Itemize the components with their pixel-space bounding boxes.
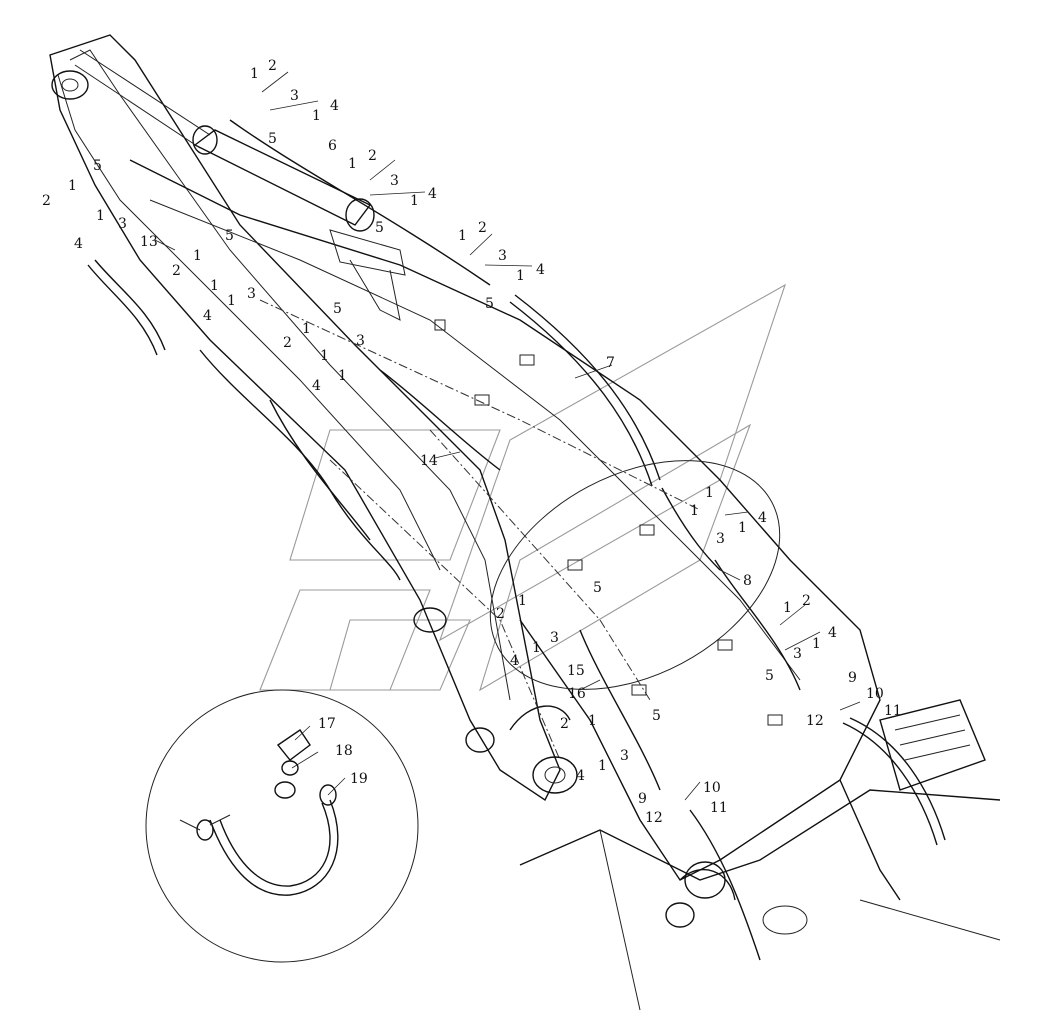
callout-label: 15 bbox=[567, 663, 585, 679]
callout-label: 1 bbox=[302, 321, 311, 337]
callout-label: 4 bbox=[203, 308, 212, 324]
callout-label: 2 bbox=[560, 716, 569, 732]
callout-label: 1 bbox=[516, 268, 525, 284]
center-lines bbox=[259, 299, 701, 761]
callout-label: 5 bbox=[765, 668, 774, 684]
hose-6 bbox=[229, 119, 491, 286]
callout-label: 5 bbox=[268, 131, 277, 147]
callout-label: 1 bbox=[410, 193, 419, 209]
callout-label: 12 bbox=[806, 713, 824, 729]
callout-label: 5 bbox=[485, 296, 494, 312]
callout-label: 5 bbox=[652, 708, 661, 724]
callout-label: 1 bbox=[210, 278, 219, 294]
detail-ellipse bbox=[489, 460, 781, 690]
callout-label: 9 bbox=[848, 670, 857, 686]
callout-label: 5 bbox=[225, 228, 234, 244]
boom-right-arm bbox=[129, 159, 881, 881]
hydraulic-cylinder bbox=[74, 49, 406, 321]
callout-label: 7 bbox=[606, 355, 615, 371]
callout-label: 2 bbox=[42, 193, 51, 209]
callout-label: 4 bbox=[758, 510, 767, 526]
leader-lines bbox=[154, 71, 861, 801]
callout-label: 1 bbox=[812, 636, 821, 652]
callout-label: 2 bbox=[478, 220, 487, 236]
callout-label: 1 bbox=[312, 108, 321, 124]
callout-label: 1 bbox=[518, 593, 527, 609]
hose-16 bbox=[579, 629, 661, 791]
callout-label: 9 bbox=[638, 791, 647, 807]
callout-label: 2 bbox=[268, 58, 277, 74]
callout-label: 4 bbox=[576, 768, 585, 784]
callout-label: 2 bbox=[172, 263, 181, 279]
callout-label: 3 bbox=[550, 630, 559, 646]
callout-label: 11 bbox=[884, 703, 902, 719]
callout-label: 3 bbox=[620, 748, 629, 764]
callouts: 1 2 3 4 1 5 6 1 2 3 4 1 1 5 2 3 1 4 13 5… bbox=[42, 58, 902, 826]
callout-label: 4 bbox=[828, 625, 837, 641]
callout-label: 5 bbox=[375, 220, 384, 236]
chassis bbox=[519, 699, 1001, 1011]
callout-label: 1 bbox=[532, 640, 541, 656]
callout-label: 3 bbox=[356, 333, 365, 349]
callout-label: 1 bbox=[227, 293, 236, 309]
callout-label: 1 bbox=[348, 156, 357, 172]
callout-label: 1 bbox=[705, 485, 714, 501]
callout-label: 1 bbox=[250, 66, 259, 82]
callout-label: 13 bbox=[140, 234, 158, 250]
lower-attachment bbox=[413, 607, 578, 794]
callout-label: 4 bbox=[428, 186, 437, 202]
watermark-logo bbox=[259, 283, 786, 692]
lower-pipes bbox=[87, 259, 501, 581]
callout-label: 17 bbox=[318, 716, 336, 732]
callout-label: 4 bbox=[74, 236, 83, 252]
callout-label: 1 bbox=[320, 348, 329, 364]
callout-label: 4 bbox=[312, 378, 321, 394]
callout-label: 3 bbox=[247, 286, 256, 302]
hose-7 bbox=[509, 294, 721, 571]
right-hoses bbox=[689, 717, 946, 961]
callout-label: 1 bbox=[738, 520, 747, 536]
callout-label: 3 bbox=[118, 216, 127, 232]
callout-label: 2 bbox=[802, 593, 811, 609]
callout-label: 1 bbox=[588, 713, 597, 729]
callout-label: 3 bbox=[390, 173, 399, 189]
callout-label: 2 bbox=[368, 148, 377, 164]
callout-label: 1 bbox=[193, 248, 202, 264]
callout-label: 1 bbox=[96, 208, 105, 224]
callout-label: 5 bbox=[333, 301, 342, 317]
callout-label: 1 bbox=[68, 178, 77, 194]
callout-label: 3 bbox=[498, 248, 507, 264]
callout-label: 1 bbox=[458, 228, 467, 244]
callout-label: 2 bbox=[496, 606, 505, 622]
hose-8 bbox=[714, 559, 801, 691]
callout-label: 4 bbox=[536, 262, 545, 278]
callout-label: 5 bbox=[93, 158, 102, 174]
callout-label: 3 bbox=[290, 88, 299, 104]
callout-label: 2 bbox=[283, 335, 292, 351]
callout-label: 12 bbox=[645, 810, 663, 826]
callout-label: 1 bbox=[338, 368, 347, 384]
callout-label: 10 bbox=[703, 780, 721, 796]
callout-label: 4 bbox=[330, 98, 339, 114]
boom-left-arm bbox=[49, 34, 561, 802]
callout-label: 3 bbox=[716, 531, 725, 547]
callout-label: 11 bbox=[710, 800, 728, 816]
callout-label: 18 bbox=[335, 743, 353, 759]
callout-label: 4 bbox=[510, 653, 519, 669]
callout-label: 5 bbox=[593, 580, 602, 596]
callout-label: 3 bbox=[793, 646, 802, 662]
callout-label: 19 bbox=[350, 771, 368, 787]
mounting-pads bbox=[434, 319, 783, 726]
callout-label: 14 bbox=[420, 453, 438, 469]
callout-label: 8 bbox=[743, 573, 752, 589]
callout-label: 10 bbox=[866, 686, 884, 702]
callout-label: 1 bbox=[598, 758, 607, 774]
callout-label: 16 bbox=[568, 686, 586, 702]
detail-inset bbox=[145, 689, 419, 963]
callout-label: 6 bbox=[328, 138, 337, 154]
callout-label: 1 bbox=[783, 600, 792, 616]
callout-label: 1 bbox=[690, 503, 699, 519]
